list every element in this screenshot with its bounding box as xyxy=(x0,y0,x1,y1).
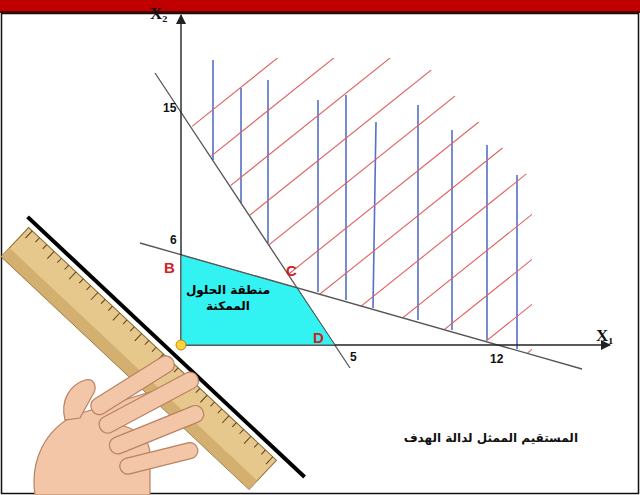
header-rule xyxy=(0,11,640,13)
axis-label: X₂ xyxy=(150,4,167,24)
region-shape xyxy=(181,255,335,345)
tick-label: 6 xyxy=(170,233,177,247)
constraint-line xyxy=(155,73,350,368)
objective-note: المستقيم الممثل لدالة الهدف xyxy=(404,431,578,445)
region-label: منطقة الحلول الممكنة xyxy=(185,282,271,314)
header-bar xyxy=(0,0,640,11)
tick-label: 12 xyxy=(490,352,503,366)
region-fill xyxy=(181,255,335,345)
origin-point xyxy=(176,340,186,350)
hand xyxy=(34,353,206,495)
point-label: B xyxy=(164,259,175,276)
axis-label: X₁ xyxy=(596,326,613,346)
tick-label: 5 xyxy=(350,350,357,364)
point-label: C xyxy=(286,262,297,279)
tick-label: 15 xyxy=(163,101,176,115)
feasible-region: منطقة الحلول الممكنة xyxy=(181,255,335,345)
point-label: D xyxy=(313,329,324,346)
constraint-line xyxy=(140,243,582,369)
